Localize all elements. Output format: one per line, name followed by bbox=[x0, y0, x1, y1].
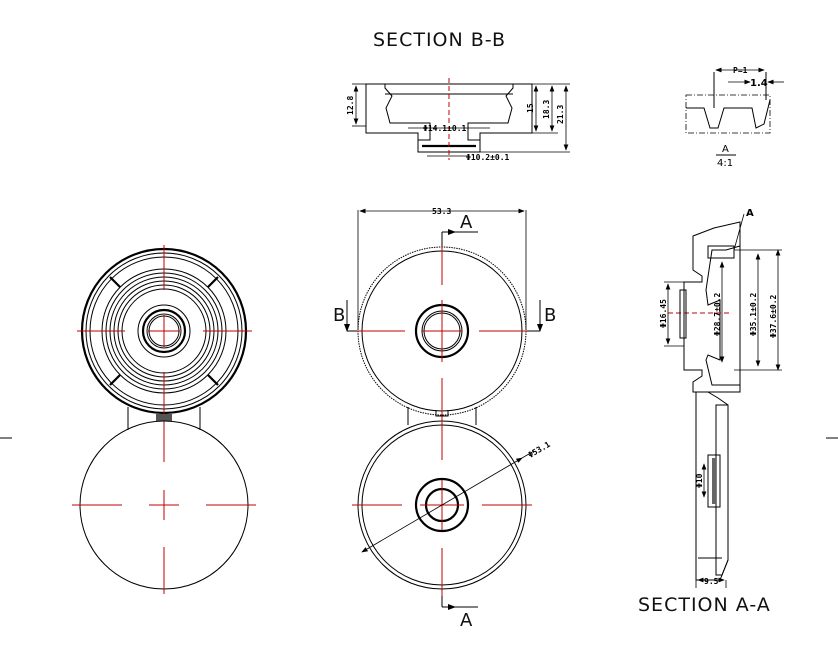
detail-label: A bbox=[722, 144, 729, 155]
dim-aa-d2: Φ28.7±0.2 bbox=[713, 292, 722, 336]
detail-a-view: P=1 1.4 A 4:1 bbox=[685, 66, 784, 169]
dim-aa-d3: Φ35.1±0.2 bbox=[749, 292, 758, 336]
dim-main-width: 53.3 bbox=[432, 207, 451, 216]
section-marker-b-right: B bbox=[544, 305, 556, 326]
dim-aa-d4: Φ37.6±0.2 bbox=[769, 294, 778, 338]
section-marker-a-top: A bbox=[460, 212, 473, 233]
dim-bb-h2: 15 bbox=[526, 103, 535, 113]
dim-bb-h4: 21.3 bbox=[556, 105, 565, 124]
dim-aa-d5: Φ10 bbox=[695, 473, 704, 488]
section-marker-a-bottom: A bbox=[460, 610, 473, 631]
dim-bb-d-bottom: Φ10.2±0.1 bbox=[466, 153, 510, 162]
detail-scale: 4:1 bbox=[717, 158, 733, 169]
main-view: B B A 53.3 Φ53.1 A bbox=[333, 207, 556, 631]
section-bb-view: 12.8 15 18.3 21.3 Φ14.1±0.1 Φ10.2±0.1 bbox=[346, 78, 570, 162]
dim-bb-h1: 12.8 bbox=[346, 96, 355, 115]
section-bb-title: SECTION B-B bbox=[373, 29, 506, 51]
left-view bbox=[72, 245, 256, 594]
dim-main-diameter: Φ53.1 bbox=[527, 440, 553, 460]
detail-callout: A bbox=[746, 208, 754, 219]
section-marker-b-left: B bbox=[333, 305, 345, 326]
dim-bb-h3: 18.3 bbox=[542, 100, 551, 119]
detail-pitch: P=1 bbox=[733, 66, 748, 75]
detail-width: 1.4 bbox=[750, 78, 768, 89]
dim-aa-d1: Φ16.45 bbox=[659, 299, 668, 328]
dim-bb-d-inner: Φ14.1±0.1 bbox=[423, 124, 467, 133]
section-aa-view: A Φ16.45 Φ28.7±0.2 Φ35.1±0.2 Φ37.6±0.2 Φ… bbox=[659, 208, 782, 588]
section-aa-title: SECTION A-A bbox=[638, 594, 771, 616]
dim-aa-thickness: 9.5 bbox=[704, 577, 719, 586]
